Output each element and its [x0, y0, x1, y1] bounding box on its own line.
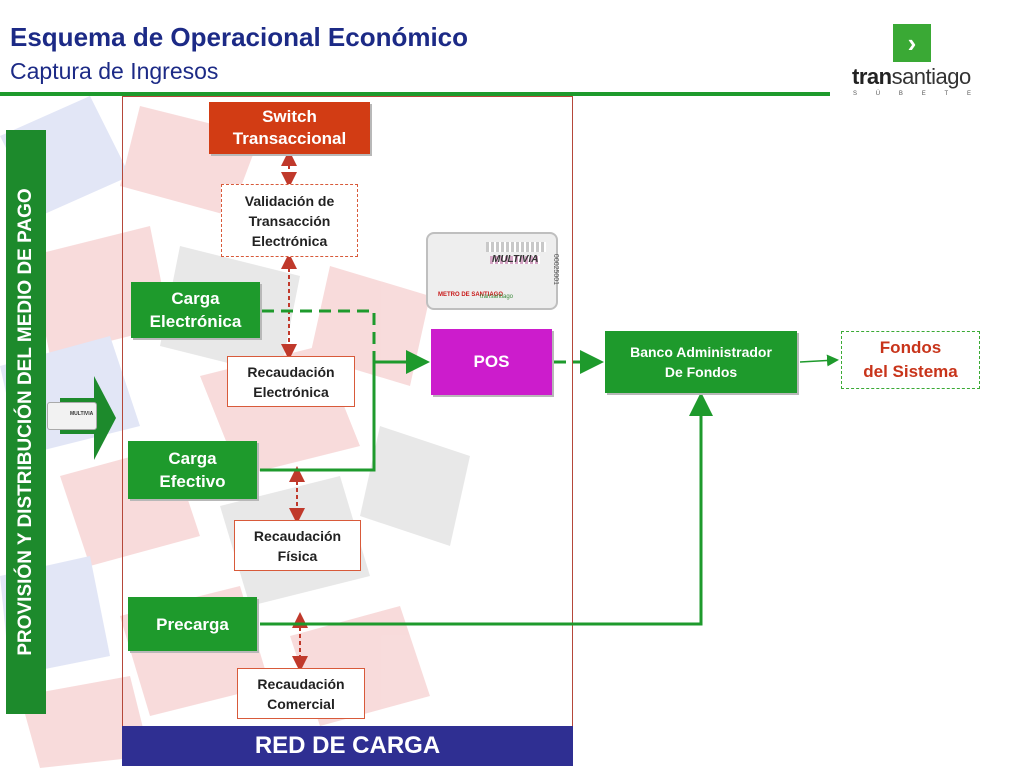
transantiago-logo: transantiago [852, 64, 971, 89]
card-thumbnail-icon: MULTIVIA [47, 402, 97, 430]
header-divider [0, 92, 830, 96]
flow-arrow-icon [94, 376, 116, 460]
fondos-del-sistema-box: Fondos del Sistema [841, 331, 980, 389]
recaudacion-fisica-box: Recaudación Física [234, 520, 361, 571]
recaudacion-comercial-box: Recaudación Comercial [237, 668, 365, 719]
provision-sidebar [6, 130, 46, 714]
pos-box: POS [431, 329, 552, 395]
switch-transaccional-box: Switch Transaccional [209, 102, 370, 154]
page-subtitle: Captura de Ingresos [10, 58, 219, 84]
chevron-right-icon: › [893, 24, 931, 62]
recaudacion-electronica-box: Recaudación Electrónica [227, 356, 355, 407]
carga-electronica-box: Carga Electrónica [131, 282, 260, 338]
carga-efectivo-box: Carga Efectivo [128, 441, 257, 499]
validacion-box: Validación de Transacción Electrónica [221, 184, 358, 257]
connector-banco-fondos [799, 354, 839, 367]
banco-administrador-box: Banco Administrador De Fondos [605, 331, 797, 393]
page-title: Esquema de Operacional Económico [10, 22, 469, 52]
precarga-box: Precarga [128, 597, 257, 651]
multivia-card-image: MULTIVIA METRO DE SANTIAGO transantiago … [426, 232, 559, 310]
red-de-carga-label: RED DE CARGA [122, 726, 573, 766]
sidebar-label: PROVISIÓN Y DISTRIBUCIÓN DEL MEDIO DE PA… [15, 188, 36, 656]
